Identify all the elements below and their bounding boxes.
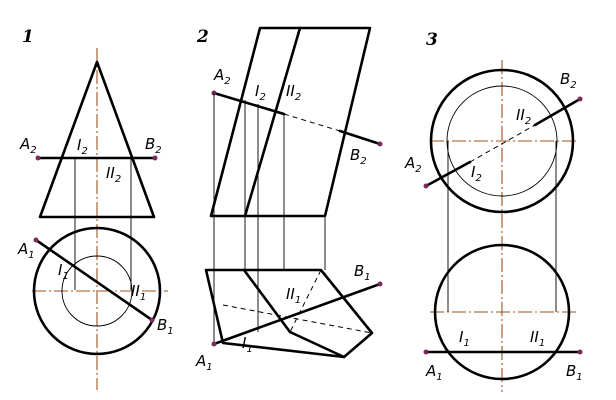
label-ii1: II1 [131,282,146,303]
label-b2: B2 [560,70,577,91]
label-a1: A1 [17,240,35,261]
prism-top-view [204,268,374,359]
label-i1: I1 [58,261,69,282]
prism-front-edge [243,26,302,218]
point-a2 [423,183,429,189]
figure-1: 1 A2 I2 B2 II2 A1 I1 II1 B1 [17,27,174,390]
point-a2 [35,155,41,161]
section-circle [61,255,133,327]
cone-base-circle [32,226,162,356]
label-ii2: II2 [106,164,121,185]
cone-front-view [38,60,156,219]
label-b1: B1 [566,362,583,383]
label-a2: A2 [213,66,231,87]
section-circle [446,85,558,197]
prism-hidden-edge [222,304,373,334]
label-i1: I1 [242,334,253,355]
line-ab-top [34,238,154,322]
label-b2: B2 [350,146,367,167]
prism-top-edge [242,268,292,334]
figure-number: 3 [426,30,438,50]
point-b2 [577,96,583,102]
line-ab-front-visible [212,91,286,116]
point-b1 [577,349,583,355]
point-b1 [149,317,155,323]
point-b1 [377,281,383,287]
label-b1: B1 [354,262,371,283]
line-ab-front-hidden [283,113,341,132]
point-b2 [377,141,383,147]
point-a1 [211,341,217,347]
label-i2: I2 [471,163,482,184]
figure-number: 2 [196,27,209,47]
label-ii2: II2 [286,82,301,103]
point-b2 [152,155,158,161]
label-ii1: II1 [286,285,301,306]
label-a2: A2 [19,135,37,156]
figure-3: 3 B2 II2 A2 I2 I1 II1 A1 B1 [404,30,583,392]
line-ab-front-visible [533,97,582,127]
label-i2: I2 [255,82,266,103]
label-i2: I2 [77,136,88,157]
label-ii2: II2 [516,106,531,127]
label-a1: A1 [425,362,443,383]
figure-2: 2 A2 I2 II2 B2 B1 II1 I1 A1 [195,26,383,373]
line-ab-front-visible [338,129,382,146]
point-a1 [423,349,429,355]
label-ii1: II1 [530,328,545,349]
line-ab-front-hidden [469,124,536,163]
label-i1: I1 [459,328,470,349]
sphere-front-view [429,68,575,214]
figure-number: 1 [22,27,34,47]
label-a1: A1 [195,352,213,373]
label-b1: B1 [157,316,174,337]
prism-hidden-edge [289,269,322,333]
prism-top-edge [288,330,346,359]
line-ab-top [212,282,382,346]
sphere-top-view [433,243,571,381]
label-a2: A2 [404,154,422,175]
label-b2: B2 [145,135,162,156]
point-a1 [33,237,39,243]
